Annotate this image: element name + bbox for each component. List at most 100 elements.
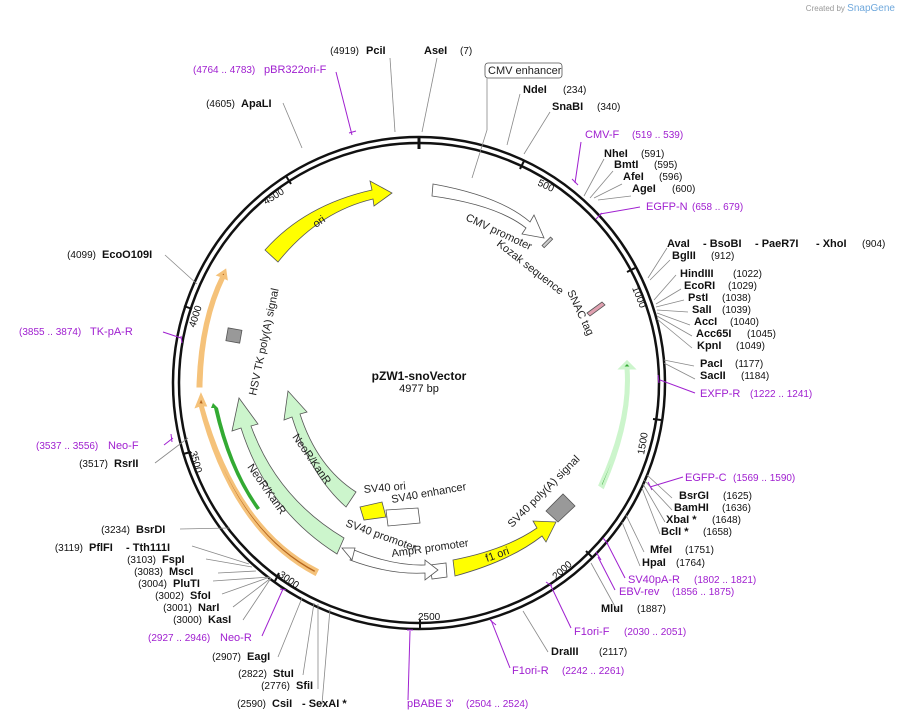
enzyme-pos: (1764) [676, 558, 705, 569]
enzyme-name: SnaBI [552, 101, 583, 113]
feature-f1-ori [452, 520, 557, 577]
primer-name: SV40pA-R [628, 574, 680, 586]
enzyme-pos: (3004) [138, 579, 167, 590]
enzyme-pos: (2117) [599, 647, 627, 658]
feature-cmv-enhancer-box [484, 62, 563, 79]
enzyme-name: PciI [366, 45, 386, 57]
enzyme-name: PflFI [89, 542, 113, 554]
feature-kozak [541, 236, 554, 249]
feature-sv40-polya [545, 493, 576, 523]
primer-name: TK-pA-R [90, 326, 133, 338]
primer-name: EXFP-R [700, 388, 740, 400]
tick-mark [182, 451, 192, 455]
enzyme-name: AccI [694, 316, 717, 328]
primer-name: Neo-R [220, 632, 252, 644]
enzyme-name: ApaLI [241, 98, 272, 110]
enzyme-pos: (1040) [730, 317, 759, 328]
enzyme-name: CsiI [272, 698, 292, 710]
enzyme-pos: (2907) [212, 652, 241, 663]
enzyme-pos: (1184) [741, 371, 769, 382]
callout-line [471, 78, 488, 179]
enzyme-pos: (3517) [79, 459, 108, 470]
tick-label: 3000 [276, 569, 301, 591]
feature-sv40-ori [359, 501, 387, 521]
enzyme-name: SalI [692, 304, 712, 316]
enzyme-pos: (904) [862, 239, 885, 250]
enzyme-name: NdeI [523, 84, 547, 96]
enzyme-pos: (591) [641, 149, 664, 160]
enzyme-name: MfeI [650, 544, 672, 556]
enzyme-pos: (4605) [206, 99, 235, 110]
primer-pos: (658 .. 679) [692, 202, 743, 213]
enzyme-name: - BsoBI [703, 238, 742, 250]
enzyme-name: FspI [162, 554, 185, 566]
enzyme-name: SfoI [190, 590, 211, 602]
enzyme-name: BmtI [614, 159, 638, 171]
enzyme-name: NarI [198, 602, 219, 614]
enzyme-pos: (1038) [722, 293, 751, 304]
feature-group: ori CMV promoter Kozak sequence SNAC tag… [194, 62, 637, 581]
enzyme-name: BamHI [674, 502, 709, 514]
tick-label: 2000 [551, 559, 575, 582]
primer-name: EGFP-N [646, 201, 688, 213]
enzyme-name: EcoO109I [102, 249, 152, 261]
enzyme-name: AgeI [632, 183, 656, 195]
enzyme-name: AfeI [623, 171, 644, 183]
tick-mark [652, 418, 662, 421]
feature-neor-kanr-outer [231, 397, 345, 555]
primer-pos: (1222 .. 1241) [750, 389, 812, 400]
plasmid-name: pZW1-snoVector [372, 369, 467, 383]
tick-label: 2500 [418, 612, 441, 623]
feature-ori [264, 180, 393, 263]
enzyme-name: NheI [604, 148, 628, 160]
tick-mark [274, 572, 280, 582]
primer-pos: (1856 .. 1875) [672, 587, 734, 598]
enzyme-name: SacII [700, 370, 726, 382]
enzyme-name: PstI [688, 292, 708, 304]
feature-neor-kanr-inner [283, 390, 357, 508]
enzyme-pos: (1039) [722, 305, 751, 316]
feature-orange-arrow-long [194, 392, 320, 577]
primer-name: Neo-F [108, 440, 139, 452]
feature-label: ori [311, 214, 328, 231]
feature-label: SV40 poly(A) signal [506, 453, 583, 530]
feature-sv40-promoter-tail [341, 547, 356, 561]
enzyme-name: DraIII [551, 646, 579, 658]
feature-hsv-tk-polya [225, 327, 243, 344]
enzyme-name: KpnI [697, 340, 721, 352]
enzyme-pos: (1625) [723, 491, 752, 502]
feature-cmv-promoter [431, 183, 545, 239]
enzyme-pos: (1636) [722, 503, 751, 514]
feature-green-arrow-right [598, 359, 637, 490]
primer-name: pBR322ori-F [264, 64, 327, 76]
enzyme-name: BclI * [661, 526, 689, 538]
feature-orange-arrow-short [196, 268, 228, 388]
primer-pos: (1802 .. 1821) [694, 575, 756, 586]
enzyme-pos: (596) [659, 172, 682, 183]
enzyme-pos: (3103) [127, 555, 156, 566]
feature-sv40-enhancer [385, 507, 421, 527]
enzyme-name: RsrII [114, 458, 138, 470]
enzyme-name: PluTI [173, 578, 200, 590]
enzyme-callouts [154, 57, 696, 705]
tick-mark [285, 175, 292, 185]
tick-mark [626, 267, 636, 273]
primer-name: F1ori-F [574, 626, 610, 638]
feature-label: CMV enhancer [488, 65, 562, 77]
enzyme-name: EagI [247, 651, 270, 663]
enzyme-pos: (4099) [67, 250, 96, 261]
enzyme-name: HindIII [680, 268, 714, 280]
primer-pos: (2927 .. 2946) [148, 633, 210, 644]
primer-pos: (519 .. 539) [632, 130, 683, 141]
primer-pos: (1569 .. 1590) [733, 473, 795, 484]
enzyme-pos: (3119) [55, 543, 83, 554]
enzyme-name: BsrDI [136, 524, 165, 536]
enzyme-name: AseI [424, 45, 447, 57]
enzyme-pos: (1045) [747, 329, 776, 340]
plasmid-length: 4977 bp [399, 383, 439, 395]
primer-pos: (3537 .. 3556) [36, 441, 98, 452]
enzyme-pos: (234) [563, 85, 586, 96]
enzyme-name: Acc65I [696, 328, 731, 340]
enzyme-pos: (340) [597, 102, 620, 113]
